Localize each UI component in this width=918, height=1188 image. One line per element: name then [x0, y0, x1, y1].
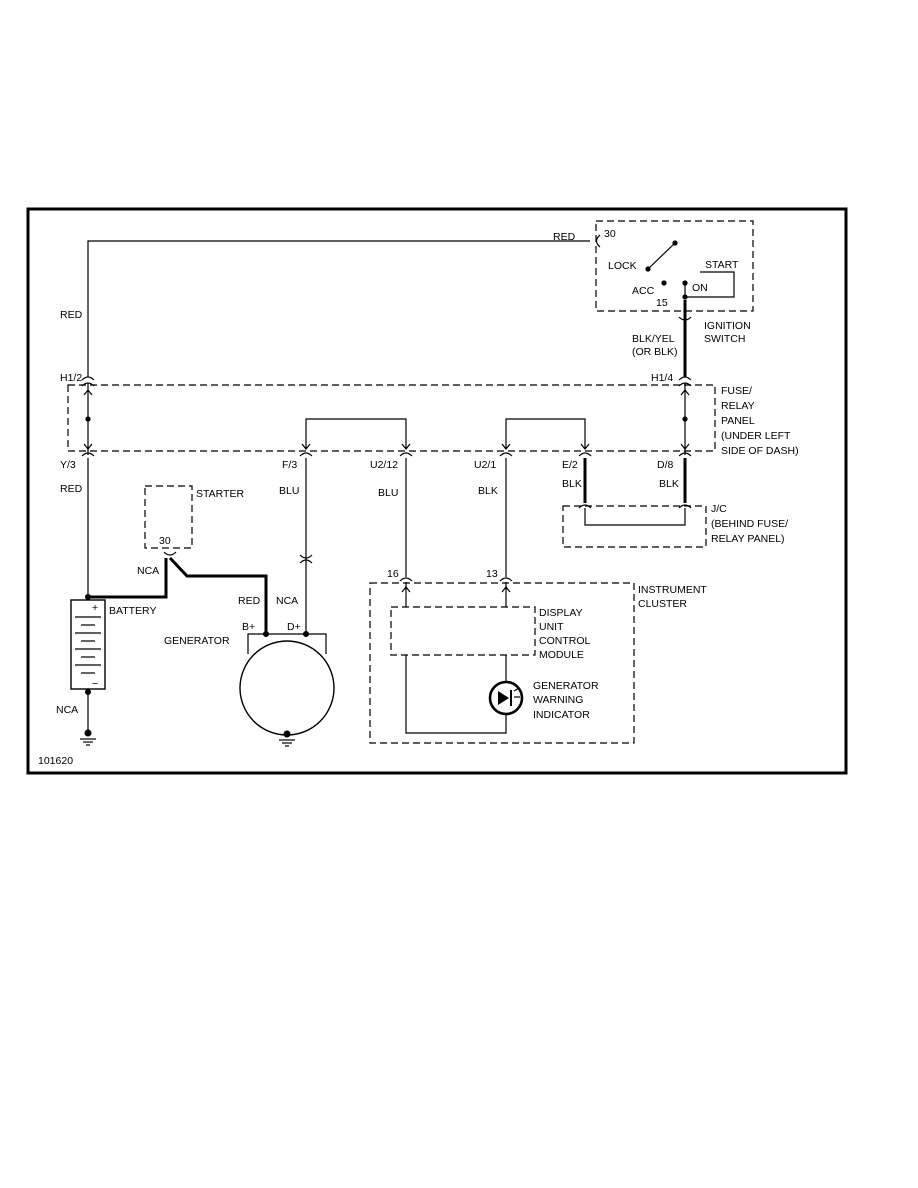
fuse-relay-panel-box [67, 384, 716, 452]
ignition-switch-label-1: IGNITION [704, 320, 751, 332]
pin-13-label: 13 [486, 568, 498, 580]
cluster-label-2: CLUSTER [638, 598, 687, 610]
pin-30-label: 30 [604, 228, 616, 240]
starter-box [144, 485, 193, 549]
terminal-d-plus: D+ [287, 621, 301, 633]
wire-red-top [87, 240, 590, 377]
fuse-panel-label-5: SIDE OF DASH) [721, 445, 799, 457]
pin-15-label: 15 [656, 297, 668, 309]
diagram-id: 101620 [38, 755, 73, 767]
wire-label-blu-u2-12: BLU [378, 487, 398, 499]
connector-h1-2: H1/2 [60, 372, 82, 384]
connector-y3: Y/3 [60, 459, 76, 471]
jc-label-1: J/C [711, 503, 727, 515]
wire-label-red-top: RED [553, 231, 576, 243]
wire-label-nca-d: NCA [276, 595, 298, 607]
module-label-3: CONTROL [539, 635, 590, 647]
start-label: START [705, 259, 739, 271]
connector-u2-1: U2/1 [474, 459, 496, 471]
wire-label-blk-u2-1: BLK [478, 485, 498, 497]
module-label-1: DISPLAY [539, 607, 583, 619]
starter-label: STARTER [196, 488, 244, 500]
wire-label-blk-d8: BLK [659, 478, 679, 490]
module-label-4: MODULE [539, 649, 584, 661]
display-module-box [390, 606, 536, 656]
lock-label: LOCK [608, 260, 637, 272]
pin-16-label: 16 [387, 568, 399, 580]
cluster-label-1: INSTRUMENT [638, 584, 707, 596]
wire-label-blk-yel: BLK/YEL [632, 333, 675, 345]
connector-e2: E/2 [562, 459, 578, 471]
terminal-b-plus: B+ [242, 621, 255, 633]
junction-connector-box [562, 505, 707, 548]
ignition-switch-box [595, 220, 754, 312]
ignition-switch-label-2: SWITCH [704, 333, 745, 345]
jc-label-2: (BEHIND FUSE/ [711, 518, 788, 530]
module-label-2: UNIT [539, 621, 564, 633]
wire-label-blk-e2: BLK [562, 478, 582, 490]
generator-label: GENERATOR [164, 635, 230, 647]
fuse-panel-label-3: PANEL [721, 415, 755, 427]
indicator-label-3: INDICATOR [533, 709, 590, 721]
generator: GENERATOR B+ D+ [164, 621, 335, 747]
battery-body [70, 599, 106, 690]
connector-u2-12: U2/12 [370, 459, 398, 471]
junction-connector: J/C (BEHIND FUSE/ RELAY PANEL) [562, 503, 788, 548]
wire-label-nca-starter: NCA [137, 565, 159, 577]
instrument-cluster: INSTRUMENT CLUSTER 16 13 DISPLAY UNIT CO… [369, 568, 707, 744]
starter: STARTER 30 [144, 485, 244, 556]
wire-red-starter-generator [168, 556, 268, 633]
wire-label-red-gen: RED [238, 595, 261, 607]
warning-indicator-icon [488, 680, 524, 716]
battery-plus: + [92, 602, 98, 614]
fuse-panel-label-1: FUSE/ [721, 385, 752, 397]
instrument-cluster-box [369, 582, 635, 744]
fuse-relay-panel: H1/2 H1/4 FUSE/ RELAY PANEL (UNDER LEFT … [60, 372, 799, 457]
wire-label-nca-batt: NCA [56, 704, 78, 716]
fuse-panel-label-4: (UNDER LEFT [721, 430, 791, 442]
acc-label: ACC [632, 285, 655, 297]
battery-minus: − [92, 678, 98, 690]
connector-f3: F/3 [282, 459, 297, 471]
generator-body [239, 640, 335, 736]
on-label: ON [692, 282, 708, 294]
wire-nca-starter-battery [88, 558, 168, 599]
wire-label-blu-f3: BLU [279, 485, 299, 497]
indicator-label-1: GENERATOR [533, 680, 599, 692]
battery-label: BATTERY [109, 605, 156, 617]
connector-d8: D/8 [657, 459, 674, 471]
wire-label-red-left: RED [60, 309, 83, 321]
battery: + − BATTERY NCA [56, 594, 156, 746]
wire-label-red-y3: RED [60, 483, 83, 495]
diagram-frame [26, 207, 848, 775]
jc-label-3: RELAY PANEL) [711, 533, 785, 545]
wire-label-or-blk: (OR BLK) [632, 346, 678, 358]
starter-pin-30: 30 [159, 535, 171, 547]
ignition-switch: 30 LOCK ACC ON START 15 IGNITION SWITCH [595, 220, 754, 345]
indicator-label-2: WARNING [533, 694, 583, 706]
connector-h1-4: H1/4 [651, 372, 673, 384]
fuse-panel-label-2: RELAY [721, 400, 755, 412]
